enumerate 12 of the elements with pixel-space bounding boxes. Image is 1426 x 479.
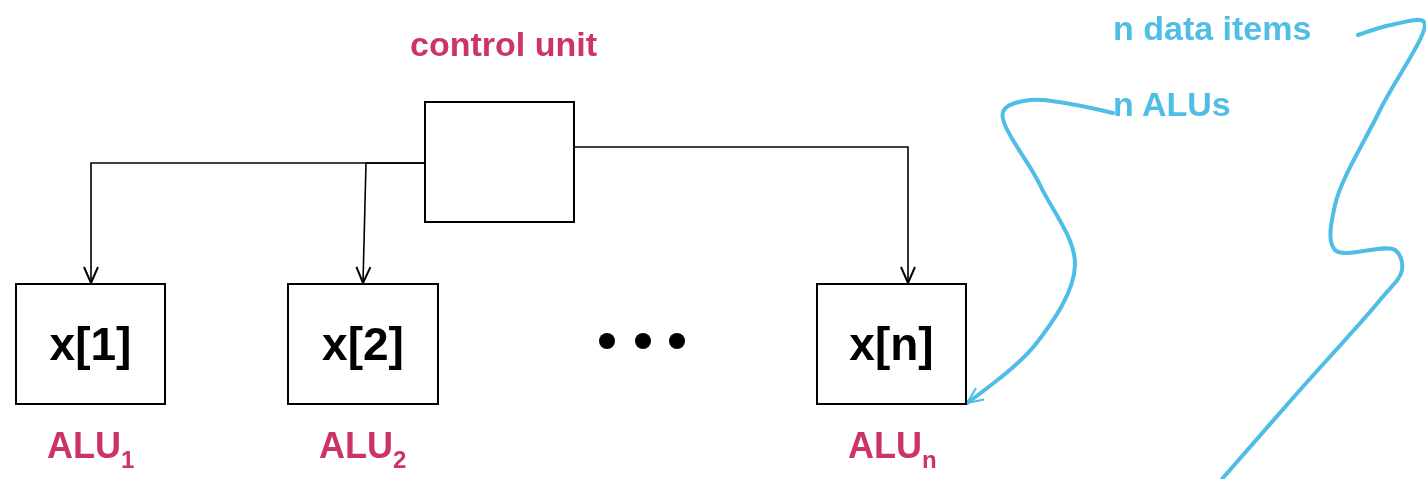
annotation-text: n data items (1113, 9, 1358, 53)
box-label: x[2] (322, 317, 404, 371)
arrow (355, 162, 425, 284)
alu-label: ALU$_{1}$ (47, 425, 135, 474)
alu-label: ALU$_{n}$ (848, 425, 937, 474)
box-label: x[1] (49, 317, 132, 371)
box-label: x[n] (849, 317, 934, 371)
arrow (574, 146, 916, 284)
curved-arrow (965, 97, 1115, 405)
annotation-text: n ALUs (1113, 85, 1238, 129)
alu-label: ALU$_{2}$ (319, 425, 407, 474)
box-heading: control unit (409, 25, 598, 64)
